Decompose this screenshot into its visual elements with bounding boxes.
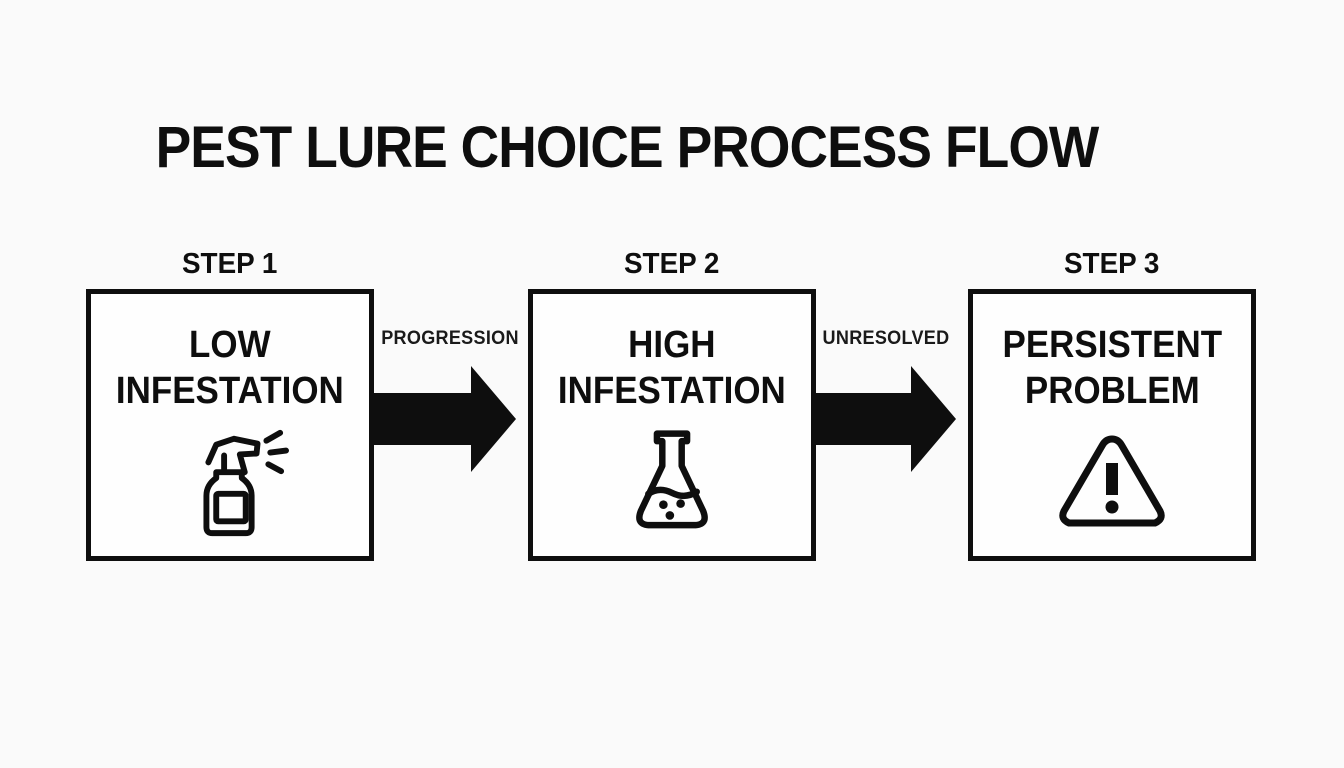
progression-arrow [374,366,516,472]
step-3-box: PERSISTENT PROBLEM [968,289,1256,561]
progression-arrow-label: PROGRESSION [381,328,519,349]
step-1-title-line2: INFESTATION [116,370,344,413]
step-3-title: PERSISTENT PROBLEM [1002,322,1222,415]
step-2-title-line2: INFESTATION [558,370,786,413]
step-2: STEP 2 HIGH INFESTATION [528,248,816,561]
step-3-title-line1: PERSISTENT [1002,324,1222,366]
step-1: STEP 1 LOW INFESTATION [86,248,374,561]
flask-icon [618,425,726,542]
step-3-label: STEP 3 [1064,248,1160,280]
step-1-title: LOW INFESTATION [116,322,344,415]
unresolved-arrow-label: UNRESOLVED [822,328,950,349]
diagram-title: PEST LURE CHOICE PROCESS FLOW [155,115,1100,180]
spray-bottle-icon [171,425,289,546]
step-3-title-line2: PROBLEM [1024,370,1200,413]
step-1-box: LOW INFESTATION [86,289,374,561]
step-2-title: HIGH INFESTATION [558,322,786,415]
step-2-label: STEP 2 [624,248,720,280]
step-3: STEP 3 PERSISTENT PROBLEM [968,248,1256,561]
step-2-title-line1: HIGH [628,324,716,366]
unresolved-arrow [812,366,956,472]
step-1-title-line1: LOW [189,324,271,366]
warning-triangle-icon [1056,433,1168,534]
step-1-label: STEP 1 [182,248,278,280]
step-2-box: HIGH INFESTATION [528,289,816,561]
